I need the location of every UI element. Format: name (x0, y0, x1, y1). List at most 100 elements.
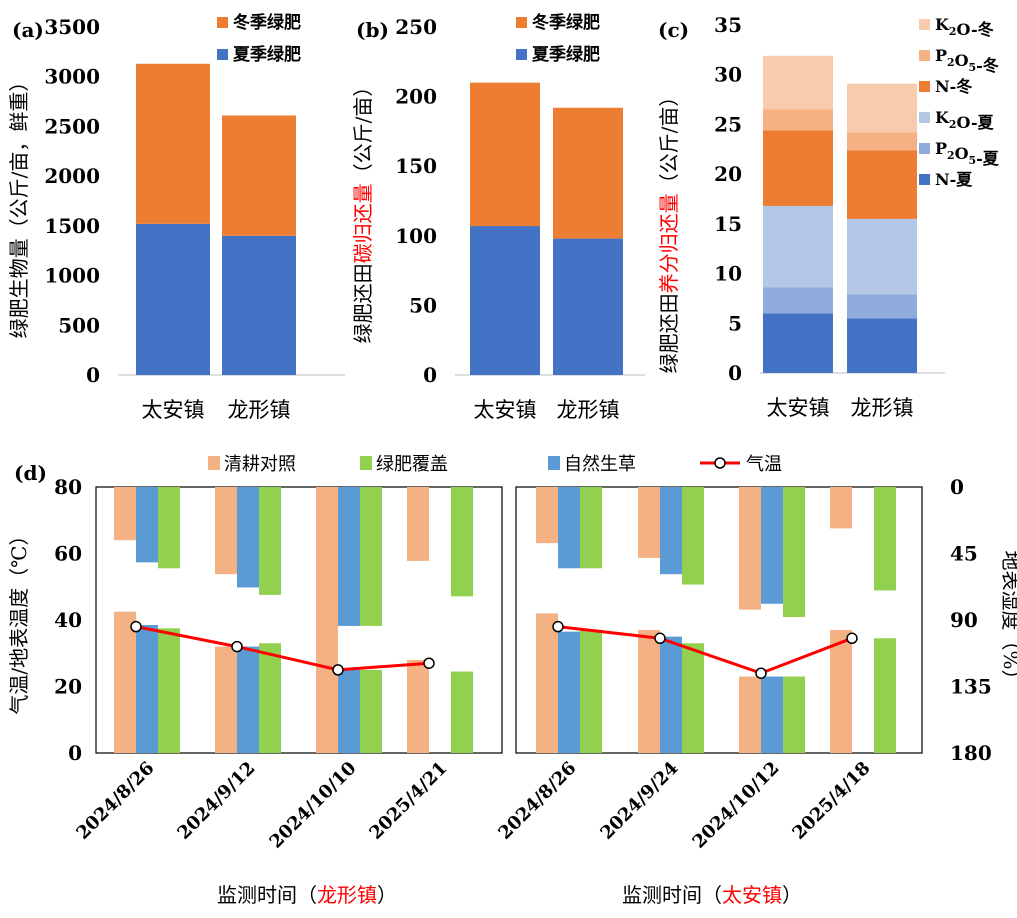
temperature-bar (237, 646, 259, 753)
legend-swatch (217, 49, 228, 60)
panel-label-c: (c) (658, 18, 689, 42)
temperature-bar (136, 624, 158, 753)
b-x-tick-labels: 太安镇龙形镇 (474, 398, 620, 422)
bar-segment (763, 109, 833, 131)
d-legend: 清耕对照绿肥覆盖自然生草气温 (208, 454, 782, 475)
humidity-bar (407, 487, 429, 561)
legend-label: 冬季绿肥 (233, 12, 301, 33)
air-temperature-point (130, 620, 142, 633)
right-y-tick-label: 45 (950, 542, 978, 566)
left-y-tick-label: 20 (54, 675, 82, 699)
left-y-tick-label: 80 (54, 475, 82, 499)
legend-marker (714, 457, 726, 469)
air-temperature-line (135, 625, 430, 672)
legend-label: 夏季绿肥 (233, 44, 301, 65)
c-y-label-part: 绿肥还田 (657, 293, 681, 373)
x-tick-label: 龙形镇 (228, 398, 291, 422)
bar-segment (847, 318, 917, 373)
air-temperature-point (654, 632, 666, 645)
bar-segment (763, 55, 833, 110)
legend-label: 清耕对照 (224, 454, 296, 475)
temperature-bar (360, 669, 382, 753)
c-y-label-highlight: 养分归还量 (657, 193, 681, 293)
panel-a: (a) 0500100015002000250030003500 太安镇龙形镇 … (7, 12, 345, 422)
temperature-bar (316, 626, 338, 753)
temperature-bar (761, 676, 783, 753)
legend-label: N-夏 (935, 170, 973, 189)
temperature-bar (114, 611, 136, 753)
right-y-tick-label: 135 (950, 675, 992, 699)
bar-segment (763, 287, 833, 314)
humidity-bar (316, 487, 338, 641)
y-tick-label: 1000 (44, 264, 100, 288)
temperature-bar (660, 636, 682, 753)
humidity-bar (874, 487, 896, 591)
x-tick-label: 太安镇 (142, 398, 205, 422)
bar-segment (763, 205, 833, 288)
y-tick-label: 150 (395, 154, 437, 178)
legend-swatch (360, 456, 372, 470)
c-x-tick-labels: 太安镇龙形镇 (767, 396, 914, 420)
temperature-bar (215, 646, 237, 753)
y-tick-label: 3000 (44, 65, 100, 89)
humidity-bar (136, 487, 158, 563)
humidity-bar (830, 487, 852, 529)
humidity-bar (215, 487, 237, 575)
y-tick-label: 30 (714, 63, 742, 87)
x-tick-label: 太安镇 (767, 396, 830, 420)
legend-label: N-冬 (935, 77, 972, 96)
y-tick-label: 35 (714, 13, 742, 37)
temperature-bar (451, 671, 473, 753)
bar-segment (847, 294, 917, 319)
legend-swatch (516, 17, 527, 28)
d-x-axis-label-longxing: 监测时间（龙形镇） (217, 883, 397, 907)
legend-swatch (217, 17, 228, 28)
left-y-tick-label: 40 (54, 608, 82, 632)
y-tick-label: 0 (728, 361, 742, 385)
b-bars (470, 82, 623, 375)
d-xlabel-prefix: 监测时间（ (622, 883, 722, 907)
right-y-tick-label: 0 (950, 475, 964, 499)
legend-label: K2O-夏 (935, 108, 995, 132)
d-x-axis-label-taian: 监测时间（太安镇） (622, 883, 802, 907)
legend-label: 气温 (746, 454, 782, 475)
temperature-bar (783, 676, 805, 753)
legend-label: P2O5-冬 (935, 46, 999, 75)
b-y-label-part: 绿肥还田 (351, 263, 375, 343)
air-temperature-point (231, 640, 243, 653)
d-xlabel-town: 龙形镇 (317, 883, 377, 907)
right-y-tick-label: 90 (950, 608, 978, 632)
x-tick-label: 龙形镇 (851, 396, 914, 420)
a-bars (136, 63, 296, 375)
air-temperature-point (423, 657, 435, 669)
legend-label: 夏季绿肥 (532, 44, 600, 65)
temperature-bar (338, 669, 360, 753)
temperature-bar (259, 643, 281, 753)
legend-swatch (919, 19, 930, 30)
d-xlabel-prefix: 监测时间（ (217, 883, 317, 907)
legend-label: P2O5-夏 (935, 139, 1000, 168)
bar-segment (222, 235, 296, 375)
bar-segment (847, 83, 917, 133)
panel-label-b: (b) (356, 18, 389, 42)
legend-swatch (919, 112, 930, 123)
legend-swatch (516, 49, 527, 60)
legend-swatch (919, 50, 930, 61)
legend-label: 冬季绿肥 (532, 12, 600, 33)
bar-segment (763, 313, 833, 373)
a-x-tick-labels: 太安镇龙形镇 (142, 398, 291, 422)
a-y-label-part: 绿肥生物量（公斤/亩，鲜重） (7, 72, 31, 339)
humidity-bar (451, 487, 473, 597)
temperature-bar (536, 613, 558, 753)
y-tick-label: 500 (58, 313, 100, 337)
temperature-bar (558, 631, 580, 753)
legend-swatch (919, 174, 930, 185)
humidity-bar (158, 487, 180, 569)
y-tick-label: 10 (714, 262, 742, 286)
